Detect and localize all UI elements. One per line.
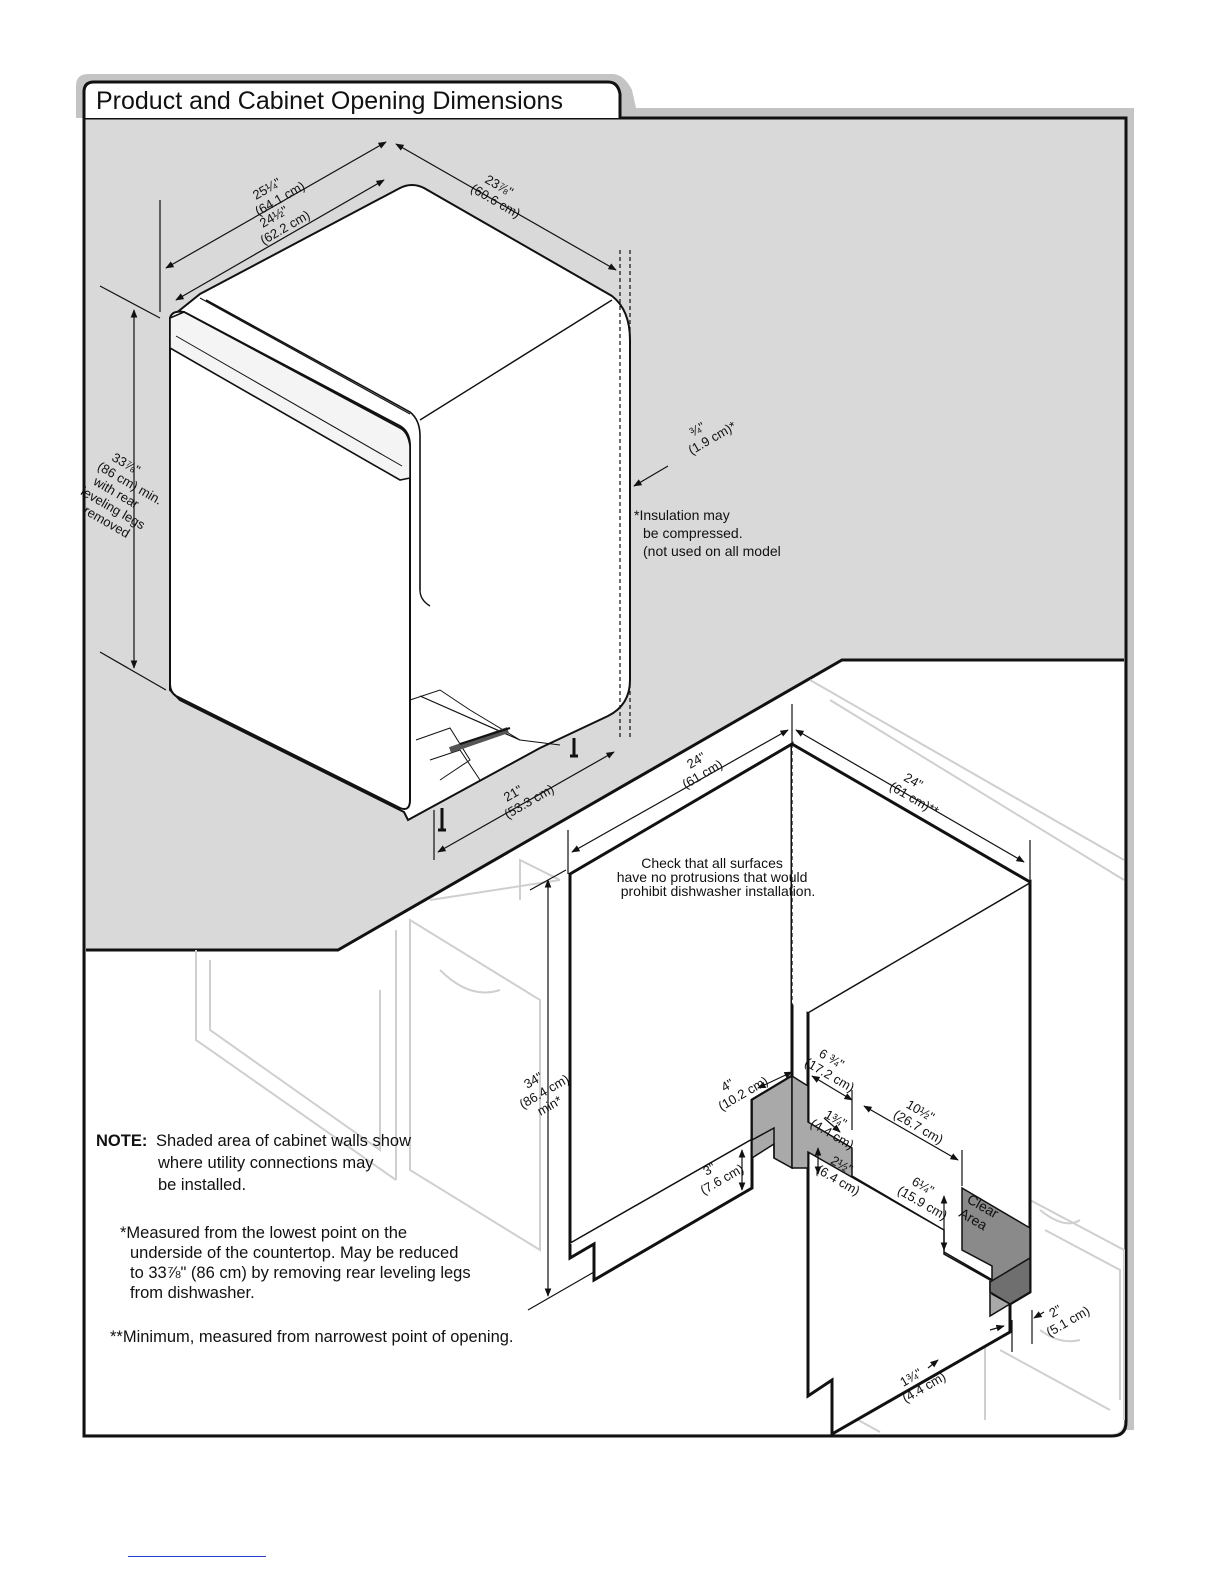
background-cabinets xyxy=(195,679,1125,1433)
title-tab xyxy=(82,80,622,118)
cabinet-dimension-lines xyxy=(527,729,1045,1369)
page-title: Product and Cabinet Opening Dimensions xyxy=(96,87,563,115)
surfaces-note: Check that all surfaces have no protrusi… xyxy=(617,855,816,899)
footnote-single: *Measured from the lowest point on the u… xyxy=(120,1224,475,1302)
insulation-note: *Insulation may be compressed. (not used… xyxy=(634,507,781,559)
door-handle-band xyxy=(169,311,411,481)
footer-rule xyxy=(128,1556,266,1557)
note-text: Shaded area of cabinet walls show where … xyxy=(156,1132,416,1194)
notes-block: NOTE: Shaded area of cabinet walls show … xyxy=(96,1132,514,1346)
product-dimension-lines xyxy=(99,141,669,860)
dishwasher-illustration xyxy=(169,184,631,832)
note-label: NOTE: xyxy=(96,1132,147,1150)
footnote-double: **Minimum, measured from narrowest point… xyxy=(110,1328,514,1346)
